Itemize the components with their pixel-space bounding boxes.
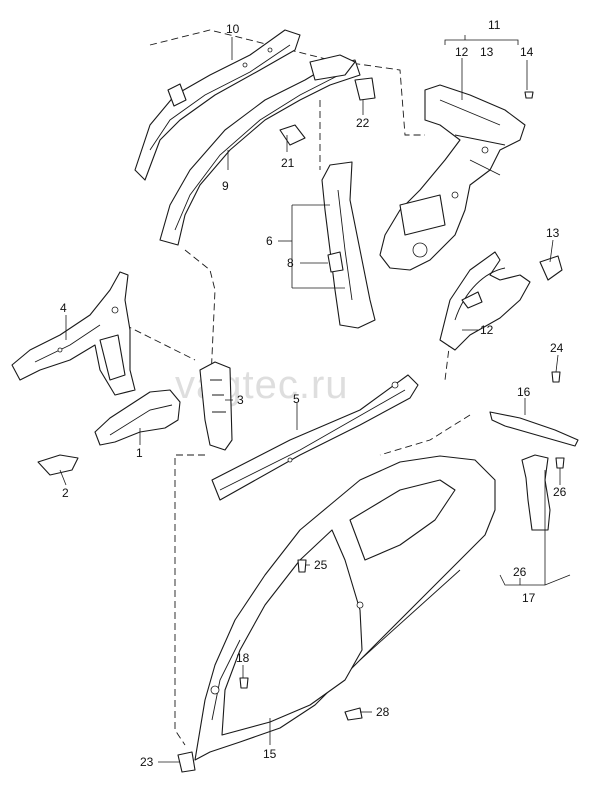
part-rear-bracket-16 (489, 411, 579, 447)
part-rear-reinforcement (521, 454, 551, 531)
callout-24: 24 (550, 341, 564, 355)
callout-9: 9 (222, 179, 229, 193)
callout-12-upper: 12 (455, 45, 469, 59)
part-side-panel-outer (194, 455, 496, 761)
assembly-dash-lines (124, 29, 471, 746)
callout-15: 15 (263, 747, 277, 761)
callout-5: 5 (293, 392, 300, 406)
part-bracket-23 (177, 751, 196, 773)
callout-23: 23 (140, 755, 154, 769)
part-c-pillar-inner (379, 84, 526, 271)
part-screw-18 (239, 677, 249, 689)
callout-28: 28 (376, 705, 390, 719)
part-screw-25 (297, 559, 307, 573)
callout-11: 11 (488, 18, 501, 32)
callout-8: 8 (287, 256, 294, 270)
callout-25: 25 (314, 558, 328, 572)
part-bracket-13 (539, 255, 563, 281)
callout-22: 22 (356, 116, 370, 130)
part-side-sill (211, 374, 419, 501)
part-wheel-house (439, 251, 531, 351)
callout-21: 21 (281, 156, 295, 170)
leader-lines (59, 35, 571, 763)
part-bracket-2 (37, 454, 79, 476)
callout-26-right: 26 (553, 485, 567, 499)
part-plug-28 (344, 707, 363, 721)
part-b-pillar (321, 161, 376, 329)
callout-16: 16 (517, 385, 531, 399)
callout-13-upper: 13 (480, 45, 494, 59)
part-front-inner-panel (11, 271, 136, 396)
part-a-pillar-lower (199, 361, 233, 451)
part-screw-24 (551, 371, 561, 383)
callout-4: 4 (60, 301, 67, 315)
callout-3: 3 (237, 393, 244, 407)
callout-17: 17 (522, 591, 536, 605)
callout-18: 18 (236, 651, 250, 665)
callout-1: 1 (136, 446, 143, 460)
callout-14: 14 (520, 45, 534, 59)
callout-10: 10 (226, 22, 240, 36)
part-screw-26 (555, 457, 565, 469)
fasteners (177, 371, 565, 773)
part-screw-14 (524, 91, 534, 99)
callout-6: 6 (266, 234, 273, 248)
part-roof-side-frame (159, 54, 376, 246)
part-sill-front-extension (94, 389, 181, 446)
part-roof-rail-upper (134, 29, 301, 181)
callout-12-lower: 12 (480, 323, 494, 337)
callout-13-lower: 13 (546, 226, 560, 240)
callout-2: 2 (62, 486, 69, 500)
callout-labels: 10 9 21 22 11 12 13 14 6 8 12 13 4 1 2 3… (60, 18, 567, 769)
callout-26-bottom: 26 (513, 565, 527, 579)
